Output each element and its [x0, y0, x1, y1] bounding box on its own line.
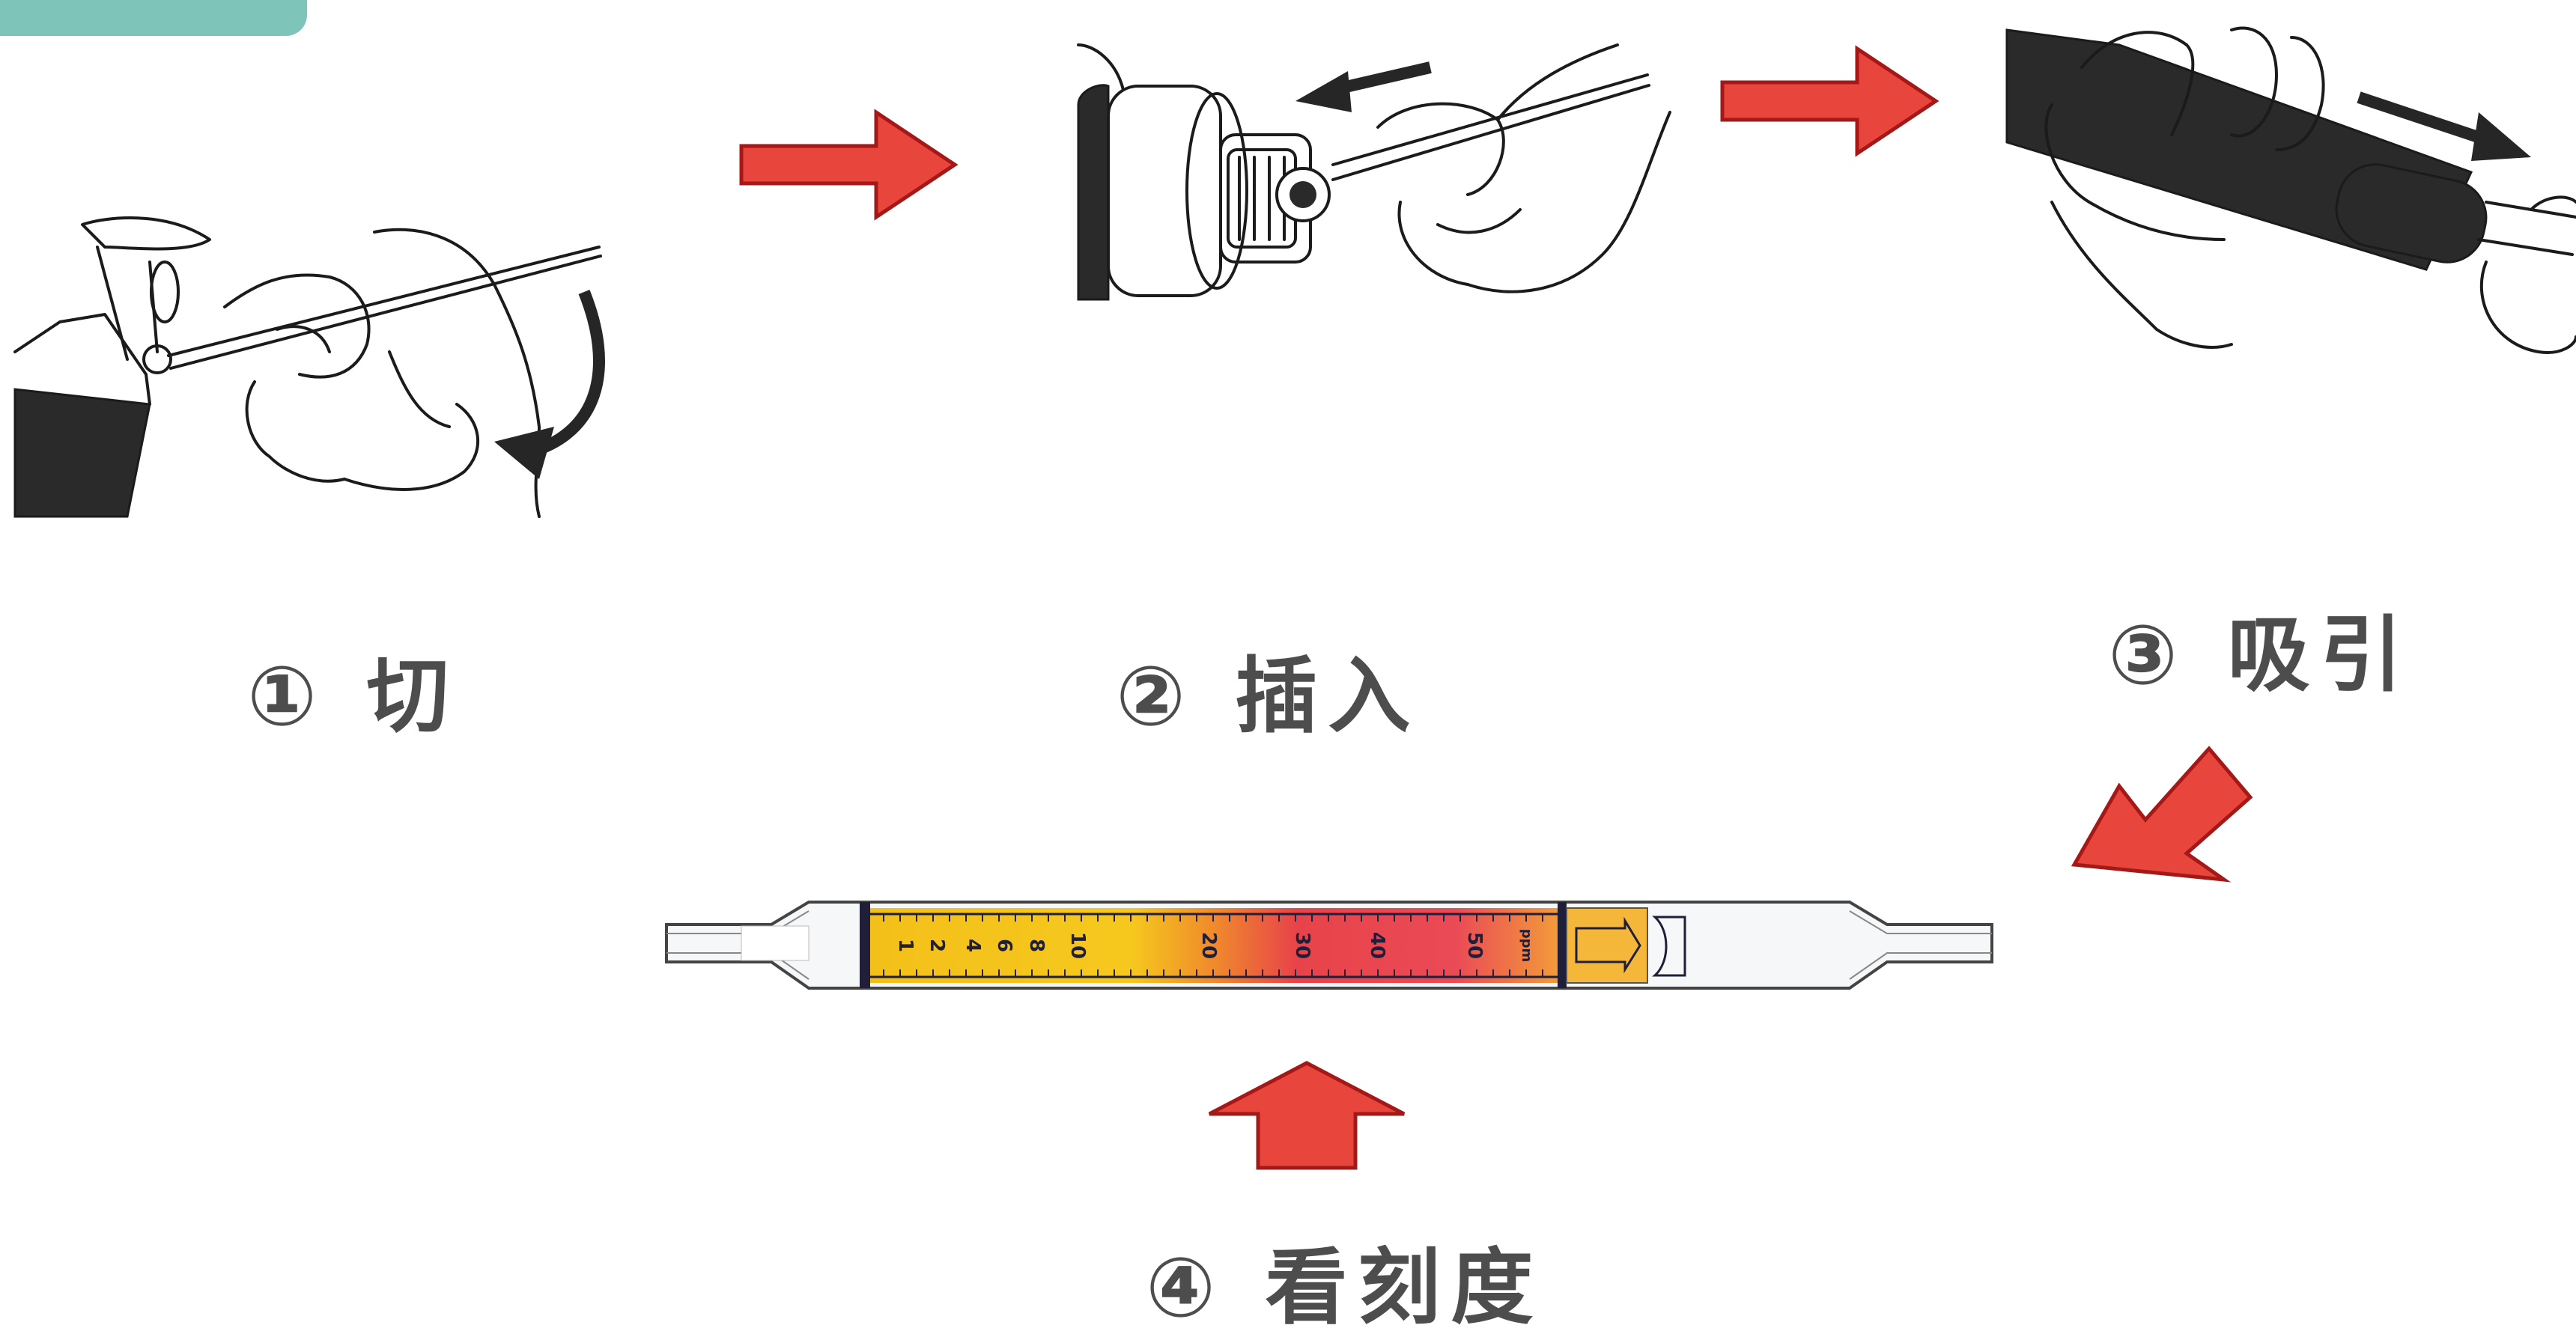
scale-label: 30: [1291, 932, 1313, 959]
scale-label: 2: [926, 939, 948, 952]
arrow-step1-to-step2: [739, 109, 959, 221]
scale-label: 6: [993, 939, 1015, 952]
step1-illustration: [13, 216, 605, 518]
scale-label: 8: [1025, 939, 1048, 952]
arrow-step2-to-step3: [1720, 45, 1939, 157]
step3-label: ③ 吸引: [2108, 607, 2414, 703]
step1-label: ① 切: [247, 648, 460, 744]
scale-label: 10: [1066, 932, 1089, 959]
scale-label: 50: [1463, 932, 1486, 959]
step2-illustration: [1077, 43, 1671, 301]
step3-illustration: [2005, 26, 2576, 354]
step2-label: ② 插入: [1116, 648, 1421, 744]
arrow-up-to-tube: [1208, 1061, 1406, 1170]
scale-label: 1: [894, 939, 917, 952]
scale-unit: ppm: [1519, 929, 1534, 963]
scale-label: 4: [962, 939, 984, 952]
scale-label: 40: [1366, 932, 1388, 959]
header-tab: [0, 0, 307, 36]
scale-label: 20: [1197, 932, 1220, 959]
detector-tube: 1 2 4 6 8 10 20 30 40 50 ppm: [665, 901, 1993, 990]
arrow-step3-to-step4: [2071, 746, 2253, 883]
step4-label: ④ 看刻度: [1146, 1240, 1544, 1336]
